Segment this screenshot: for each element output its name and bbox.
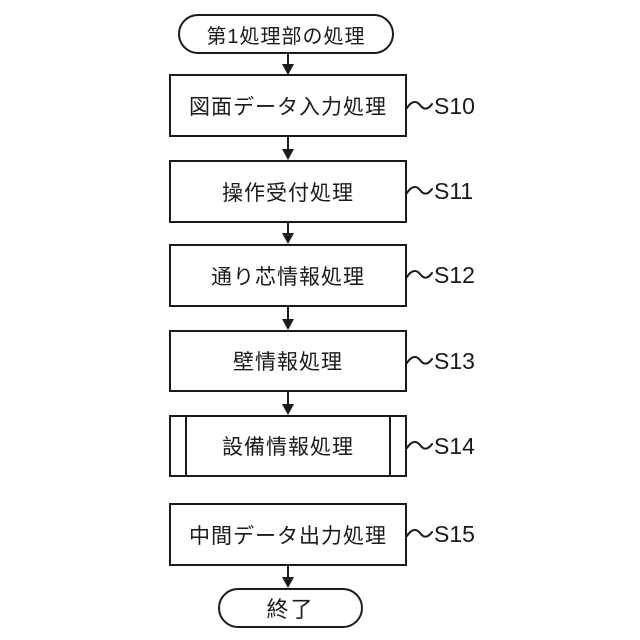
reference-squiggle-icon <box>406 101 433 110</box>
reference-squiggle-icon <box>406 186 433 195</box>
process-box-s13: 壁情報処理 <box>169 330 407 392</box>
end-terminal-label: 終了 <box>266 597 315 622</box>
arrow-head <box>282 64 294 75</box>
arrow-down-icon <box>282 54 294 75</box>
reference-squiggle-icon <box>406 529 433 538</box>
predefined-process-inner-line-left <box>185 417 187 475</box>
predefined-process-inner-line-right <box>389 417 391 475</box>
process-box-s15: 中間データ出力処理 <box>169 503 407 566</box>
process-box-label: 通り芯情報処理 <box>211 265 365 289</box>
reference-squiggle-icon <box>406 441 433 450</box>
reference-squiggle-icon <box>406 356 433 365</box>
step-reference-s15: S15 <box>406 520 475 548</box>
step-reference-s10: S10 <box>406 92 475 120</box>
arrow-shaft <box>287 392 289 404</box>
arrow-head <box>282 319 294 330</box>
arrow-head <box>282 149 294 160</box>
arrow-head <box>282 577 294 588</box>
arrow-shaft <box>287 566 289 577</box>
step-reference-label: S10 <box>434 92 475 119</box>
arrow-down-icon <box>282 392 294 415</box>
arrow-shaft <box>287 54 289 64</box>
arrow-shaft <box>287 223 289 233</box>
end-terminal: 終了 <box>218 588 363 628</box>
step-reference-s11: S11 <box>406 177 473 205</box>
process-box-s11: 操作受付処理 <box>169 160 407 223</box>
process-box-label: 設備情報処理 <box>222 436 354 459</box>
step-reference-s12: S12 <box>406 261 475 289</box>
process-box-label: 中間データ出力処理 <box>189 524 387 548</box>
step-reference-label: S14 <box>434 432 475 459</box>
process-box-label: 操作受付処理 <box>222 181 354 205</box>
step-reference-s13: S13 <box>406 347 475 375</box>
start-terminal: 第1処理部の処理 <box>178 14 394 54</box>
arrow-down-icon <box>282 137 294 160</box>
arrow-shaft <box>287 137 289 149</box>
step-reference-label: S11 <box>434 177 474 204</box>
process-box-s10: 図面データ入力処理 <box>169 74 407 137</box>
step-reference-label: S12 <box>434 261 475 288</box>
step-reference-label: S13 <box>434 347 475 374</box>
arrow-down-icon <box>282 223 294 244</box>
arrow-down-icon <box>282 566 294 588</box>
process-box-label: 図面データ入力処理 <box>189 95 387 119</box>
step-reference-s14: S14 <box>406 432 475 460</box>
arrow-down-icon <box>282 307 294 330</box>
arrow-head <box>282 233 294 244</box>
process-box-label: 壁情報処理 <box>233 351 343 374</box>
process-box-s12: 通り芯情報処理 <box>169 244 407 307</box>
start-terminal-label: 第1処理部の処理 <box>206 25 366 48</box>
reference-squiggle-icon <box>406 270 433 279</box>
arrow-head <box>282 404 294 415</box>
arrow-shaft <box>287 307 289 319</box>
step-reference-label: S15 <box>434 520 475 547</box>
predefined-process-box-s14: 設備情報処理 <box>169 415 407 477</box>
